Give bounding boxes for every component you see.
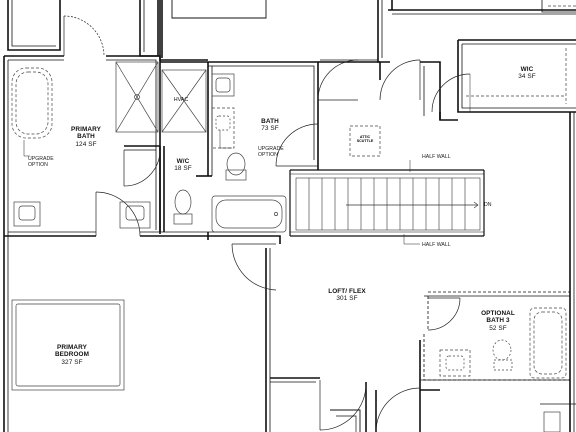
attic-scuttle-l1: ATTIC [359, 135, 371, 139]
upgrade-option-note-left: UPGRADE OPTION [28, 156, 54, 168]
half-wall-top-label: HALF WALL [422, 154, 451, 160]
optional-bath3-name-l2: BATH 3 [486, 317, 510, 325]
bath-label: BATH 73 SF [252, 118, 288, 133]
primary-bath-name-l1: PRIMARY [71, 126, 101, 133]
wic-area: 34 SF [518, 73, 536, 81]
fixtures [11, 5, 576, 432]
wic-name: WIC [520, 66, 534, 73]
loft-flex-label: LOFT/ FLEX 301 SF [322, 288, 372, 303]
doors [63, 15, 471, 432]
upgrade-option-left-l1: UPGRADE [28, 156, 54, 162]
wic-label: WIC 34 SF [510, 66, 544, 81]
wc-label: W/C 18 SF [168, 158, 198, 173]
optional-bath3-name-l1: OPTIONAL [481, 310, 515, 317]
upgrade-option-bath-l1: UPGRADE [258, 146, 284, 152]
loft-flex-name: LOFT/ FLEX [328, 288, 366, 295]
optional-bath3-area: 52 SF [489, 324, 507, 332]
wc-area: 18 SF [174, 165, 192, 173]
optional-bath3-label: OPTIONAL BATH 3 52 SF [476, 310, 520, 332]
primary-bedroom-label: PRIMARY BEDROOM 327 SF [48, 344, 96, 366]
walls [3, 0, 576, 432]
primary-bath-area: 124 SF [75, 140, 97, 148]
primary-bedroom-area: 327 SF [61, 358, 83, 366]
primary-bath-name-l2: BATH [77, 133, 95, 141]
hvac-name: HVAC [173, 97, 189, 103]
upgrade-option-note-bath: UPGRADE OPTION [258, 146, 284, 158]
half-wall-bottom-label: HALF WALL [422, 242, 451, 248]
primary-bedroom-name-l1: PRIMARY [57, 344, 87, 351]
stairs [295, 177, 481, 231]
hvac-label: HVAC [168, 97, 194, 103]
attic-scuttle-l2: SCUTTLE [356, 138, 374, 143]
bath-name: BATH [261, 118, 279, 125]
primary-bedroom-name-l2: BEDROOM [54, 351, 90, 359]
bath-area: 73 SF [261, 125, 279, 133]
leaders [23, 130, 420, 245]
primary-bath-label: PRIMARY BATH 124 SF [62, 126, 110, 148]
stair-down-label: DN [484, 202, 492, 208]
wc-name: W/C [176, 158, 190, 165]
upgrade-option-left-l2: OPTION [28, 162, 48, 169]
loft-flex-area: 301 SF [336, 295, 358, 303]
upgrade-option-bath-l2: OPTION [258, 152, 278, 159]
attic-scuttle-label: ATTIC SCUTTLE [352, 135, 378, 144]
